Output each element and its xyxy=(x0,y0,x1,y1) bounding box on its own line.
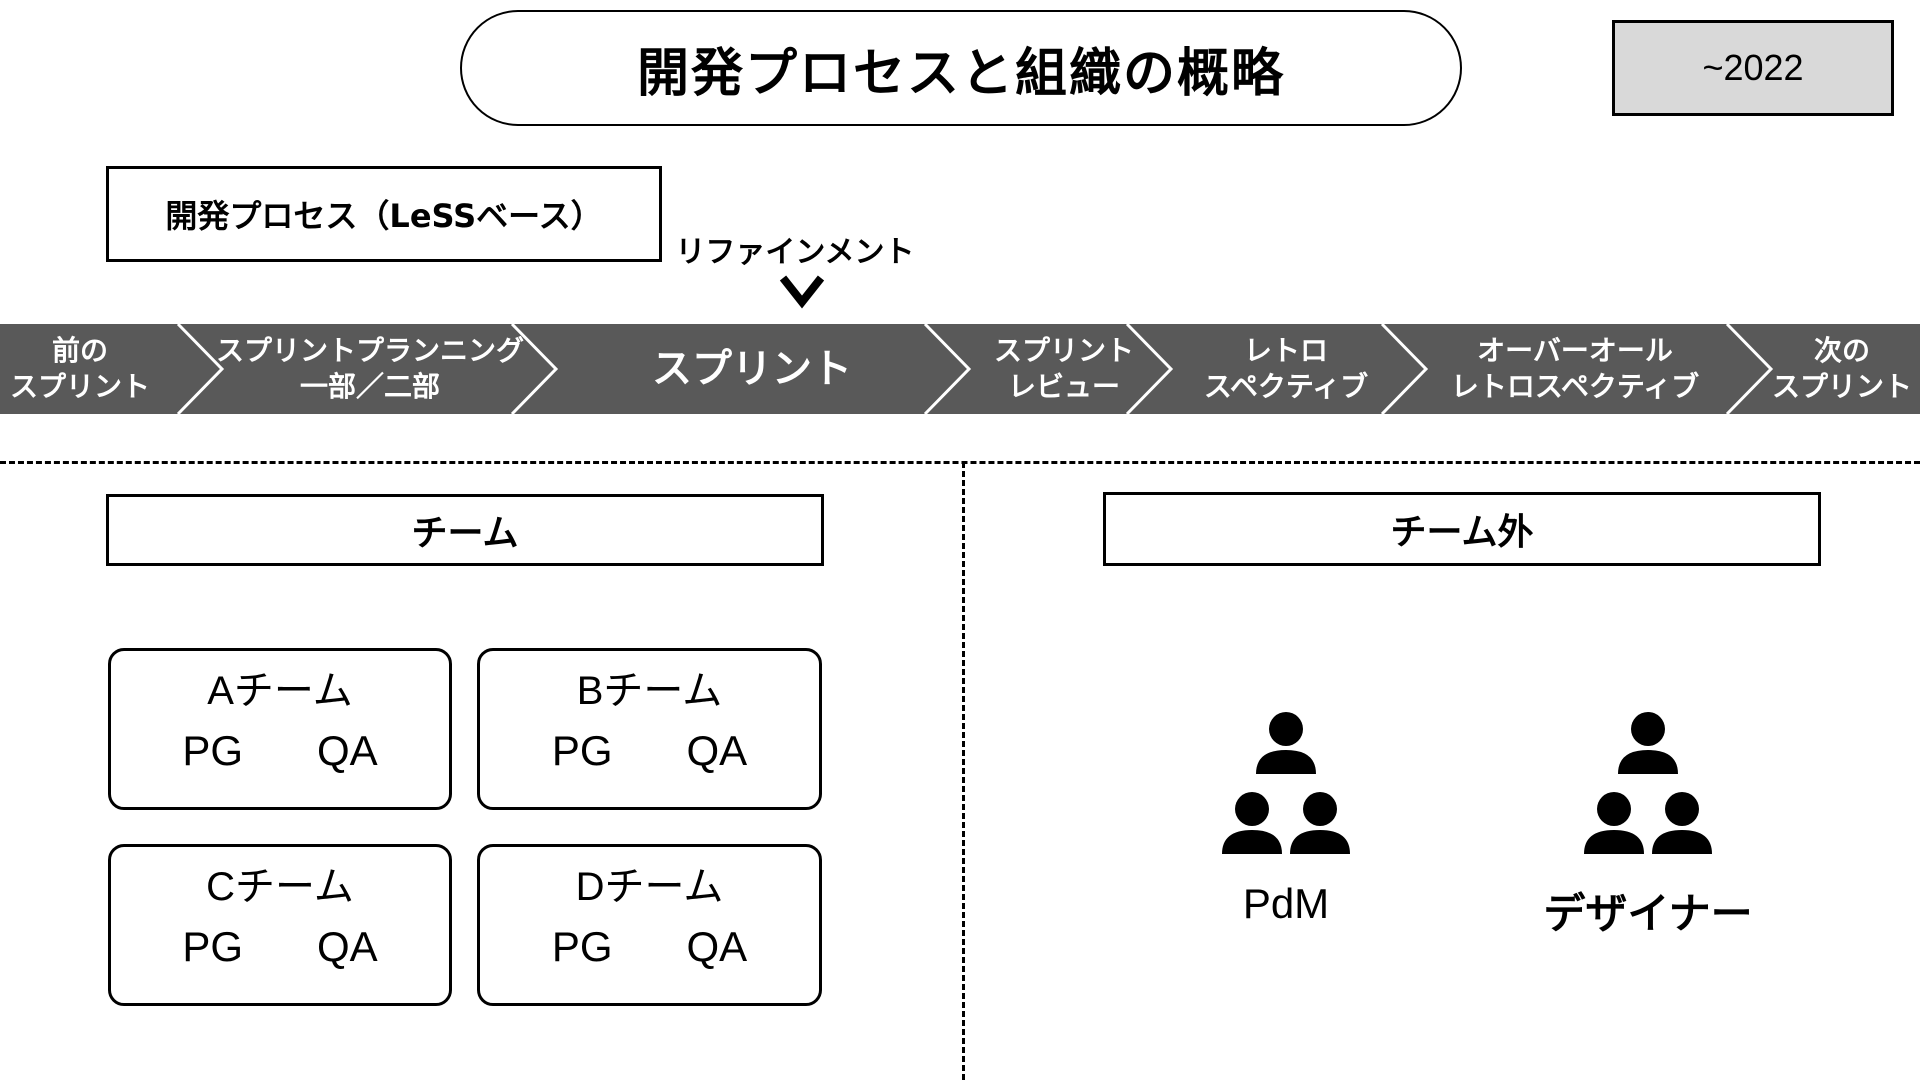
step-overall-retrospective: オーバーオール レトロスペクティブ xyxy=(1420,324,1730,414)
step-line1: スプリント xyxy=(993,333,1134,367)
step-sprint: スプリント xyxy=(552,324,952,414)
step-separator-3 xyxy=(923,322,972,416)
step-separator-6 xyxy=(1725,322,1774,416)
step-next-sprint: 次の スプリント xyxy=(1764,324,1920,414)
vertical-divider xyxy=(962,462,965,1080)
role-pg: PG xyxy=(182,727,243,774)
role-pg: PG xyxy=(551,727,613,774)
outside-team-section-heading: チーム外 xyxy=(1103,492,1821,566)
step-separator-2 xyxy=(510,322,559,416)
step-separator-4 xyxy=(1125,322,1174,416)
step-line2: レトロスペクティブ xyxy=(1450,370,1700,403)
designer-label: デザイナー xyxy=(1543,889,1753,938)
role-pg: PG xyxy=(551,923,613,970)
step-retrospective: レトロ スペクティブ xyxy=(1168,324,1404,414)
step-line2: レビュー xyxy=(1007,370,1120,403)
role-qa: QA xyxy=(317,923,378,970)
people-group-icon xyxy=(1584,712,1712,854)
step-separator-1 xyxy=(176,322,225,416)
team-name: Dチーム xyxy=(575,865,724,909)
role-qa: QA xyxy=(317,727,378,774)
team-card-a: Aチーム PG QA xyxy=(108,648,452,810)
people-group-icon xyxy=(1222,712,1350,854)
pdm-label: PdM xyxy=(1242,880,1330,927)
process-flow-band: 前の スプリント スプリントプランニング 一部／二部 スプリント スプリント レ… xyxy=(0,272,1920,420)
team-name: Aチーム xyxy=(207,669,353,713)
flow-band-background xyxy=(0,324,1920,414)
diagram-title: 開発プロセスと組織の概略 xyxy=(460,10,1462,126)
team-card-d: Dチーム PG QA xyxy=(477,844,822,1006)
step-line2: スペクティブ xyxy=(1203,370,1369,403)
team-card-b: Bチーム PG QA xyxy=(477,648,822,810)
step-line2: スプリント xyxy=(9,370,150,403)
step-sprint-planning: スプリントプランニング 一部／二部 xyxy=(210,324,530,414)
step-line1: 前の xyxy=(51,333,108,367)
team-name: Bチーム xyxy=(576,669,723,713)
step-line1: スプリント xyxy=(652,346,852,392)
step-line1: 次の xyxy=(1813,333,1870,367)
step-line1: スプリントプランニング xyxy=(215,333,524,367)
team-name: Cチーム xyxy=(206,865,354,909)
role-pg: PG xyxy=(182,923,243,970)
step-line2: スプリント xyxy=(1771,370,1912,403)
step-previous-sprint: 前の スプリント xyxy=(0,324,160,414)
team-card-c: Cチーム PG QA xyxy=(108,844,452,1006)
refinement-label: リファインメント xyxy=(675,235,915,270)
period-badge: ~2022 xyxy=(1612,20,1894,116)
process-heading-box: 開発プロセス（LeSSベース） xyxy=(106,166,662,262)
step-separator-5 xyxy=(1380,322,1429,416)
step-sprint-review: スプリント レビュー xyxy=(970,324,1158,414)
step-line1: オーバーオール xyxy=(1477,333,1673,367)
team-section-heading: チーム xyxy=(106,494,824,566)
refinement-chevron-icon xyxy=(779,275,825,309)
horizontal-divider xyxy=(0,461,1920,464)
step-line1: レトロ xyxy=(1243,333,1328,367)
role-qa: QA xyxy=(686,727,748,774)
role-qa: QA xyxy=(686,923,748,970)
step-line2: 一部／二部 xyxy=(299,370,440,403)
